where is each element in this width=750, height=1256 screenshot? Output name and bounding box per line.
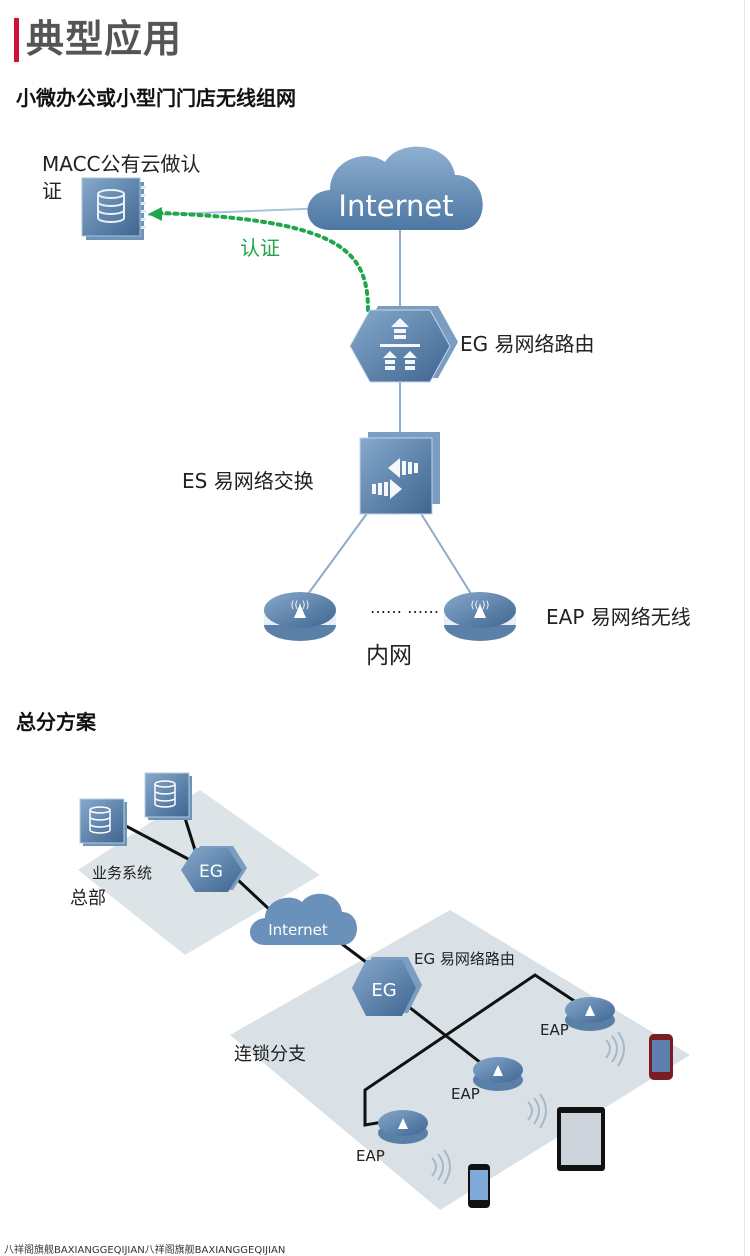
branch-floor [230,910,690,1210]
es-label: ES 易网络交换 [182,469,314,493]
eap-label: EAP 易网络无线 [546,605,691,629]
hq-branch-diagram: EG Internet EG [78,772,690,1210]
server-icon [81,177,146,240]
hq-server-icon-1 [79,798,127,846]
hq-system-label: 业务系统 [92,864,153,882]
eap-label-1: EAP [540,1021,569,1039]
lan-label: 内网 [366,643,412,669]
hq-eg-label: EG [199,862,223,882]
eap-ap-icon-left: ((·)) [264,592,336,641]
title-accent-bar [14,18,19,62]
internet-cloud-icon-2: Internet [250,893,357,945]
branch-eg-router-icon: EG [352,957,422,1016]
es-switch-icon [359,432,440,515]
internet-cloud-icon: Internet [307,146,483,230]
footer-watermark: 八祥阁旗舰BAXIANGGEQIJIAN八祥阁旗舰BAXIANGGEQIJIAN [4,1245,286,1256]
server-label-line1: MACC公有云做认 [42,152,201,176]
es-eap2-link [419,511,479,606]
internet-label: Internet [268,921,328,939]
server-label-line2: 证 [42,179,62,203]
hq-label: 总部 [70,888,106,909]
hq-server-icon-2 [144,772,192,820]
branch-eg-label: EG [371,980,396,1001]
branch-eg-desc: EG 易网络路由 [414,950,515,968]
smartphone-red-icon [649,1034,673,1080]
cloud-label: Internet [338,189,453,223]
page-title: 典型应用 [26,17,183,61]
svg-text:((·)): ((·)) [471,600,490,611]
section2-title: 总分方案 [16,710,96,734]
ellipsis: …… …… [370,598,440,617]
eap-label-3: EAP [356,1147,385,1165]
section1-title: 小微办公或小型门门店无线组网 [16,86,296,110]
branch-eap-icon-3 [378,1110,428,1144]
auth-arrow-icon [148,207,162,221]
wifi-signal-icons [431,1031,625,1185]
auth-label: 认证 [240,236,280,260]
eap-ap-icon-right: ((·)) [444,592,516,641]
auth-path [158,211,370,312]
hq-eg-router-icon: EG [181,846,247,892]
branch-eap-icon-1 [565,997,615,1031]
page-edge [744,0,745,1256]
eg-router-icon [349,306,458,383]
smartphone-black-icon [468,1164,490,1208]
svg-text:((·)): ((·)) [291,600,310,611]
eap-label-2: EAP [451,1085,480,1103]
tablet-icon [557,1107,605,1171]
es-eap1-link [299,511,369,606]
small-office-diagram: Internet ((·)) ((·)) [81,146,516,641]
eg-label: EG 易网络路由 [460,332,595,356]
branch-label: 连锁分支 [234,1044,306,1065]
branch-eap-icon-2 [473,1057,523,1091]
